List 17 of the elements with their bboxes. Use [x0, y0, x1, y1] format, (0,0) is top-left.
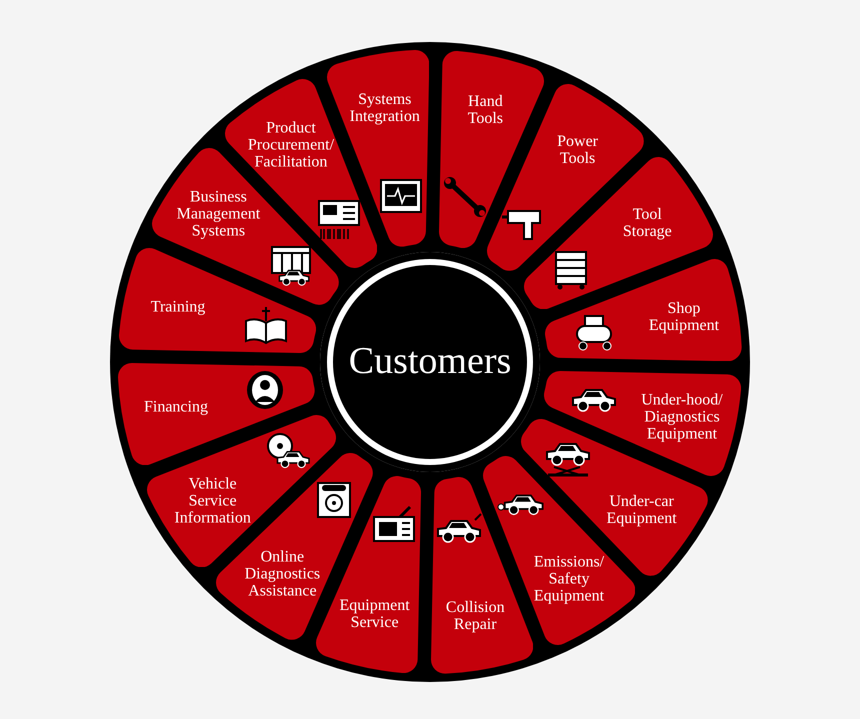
segment-label: Under-car Equipment — [605, 492, 678, 527]
segment-label: Shop Equipment — [648, 300, 720, 334]
center-label: Customers — [348, 339, 512, 384]
segment-label: Hand Tools — [466, 93, 504, 127]
segment-label: Equipment Service — [338, 596, 411, 631]
segment-label: Online Diagnostics Assistance — [244, 548, 322, 600]
segment-label: Systems Integration — [348, 90, 421, 125]
segment-label: Business Management Systems — [176, 188, 262, 240]
segment-label: Emissions/ Safety Equipment — [532, 554, 606, 605]
segment-label: Training — [150, 298, 206, 316]
segment-label: Collision Repair — [444, 598, 506, 633]
segment-label: Product Procurement/ Facilitation — [246, 119, 336, 170]
segment-label: Tool Storage — [622, 206, 673, 240]
segment-label: Financing — [142, 398, 209, 416]
segment-label: Vehicle Service Information — [173, 476, 252, 526]
segment-label: Power Tools — [556, 133, 600, 168]
segment-label: Under-hood/ Diagnostics Equipment — [640, 392, 724, 443]
